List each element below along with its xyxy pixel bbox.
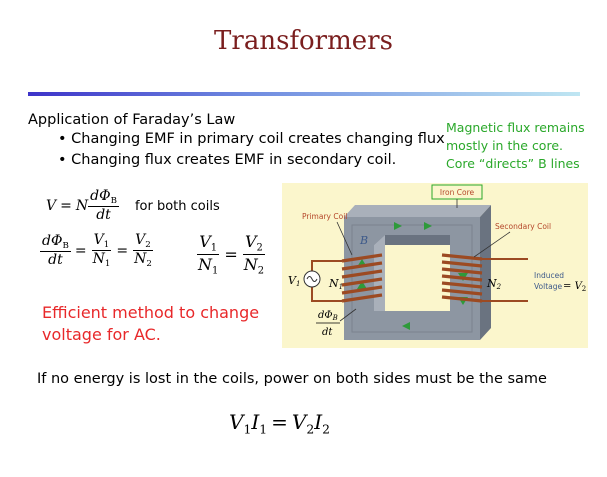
bullet-secondary: • Changing flux creates EMF in secondary… (58, 152, 397, 168)
iron-core-label: Iron Core (440, 188, 475, 197)
primary-coil-label: Primary Coil (302, 212, 347, 221)
transformer-diagram: B V1 N1 N2 Iron Core Primary Coil (282, 183, 588, 348)
induced-label-line-2: Voltage (534, 282, 563, 291)
note-line-1: Magnetic flux remains (446, 120, 585, 135)
efficiency-note: Efficient method to change voltage for A… (42, 302, 259, 346)
subheading: Application of Faraday’s Law (28, 112, 236, 128)
bullet-primary: • Changing EMF in primary coil creates c… (58, 131, 445, 147)
primary-coil (341, 253, 383, 303)
efficiency-note-line-1: Efficient method to change (42, 303, 260, 322)
note-line-2: mostly in the core. (446, 138, 563, 153)
svg-text:B: B (359, 234, 368, 247)
svg-text:dt: dt (322, 327, 333, 338)
note-line-3: Core “directs” B lines (446, 156, 580, 171)
title-rule (28, 92, 580, 96)
page-title: Transformers (214, 26, 393, 56)
power-equation: V1I1=V2I2 (229, 410, 331, 437)
energy-statement: If no energy is lost in the coils, power… (37, 371, 547, 387)
secondary-leads (482, 258, 528, 302)
v2-label: = V2 (563, 281, 586, 293)
equation-note: for both coils (134, 198, 220, 214)
efficiency-note-line-2: voltage for AC. (42, 325, 161, 344)
induced-label-line-1: Induced (534, 271, 564, 280)
secondary-coil (441, 253, 483, 303)
sine-wave-icon (306, 276, 318, 282)
secondary-coil-label: Secondary Coil (495, 222, 551, 231)
primary-leads (311, 260, 342, 302)
